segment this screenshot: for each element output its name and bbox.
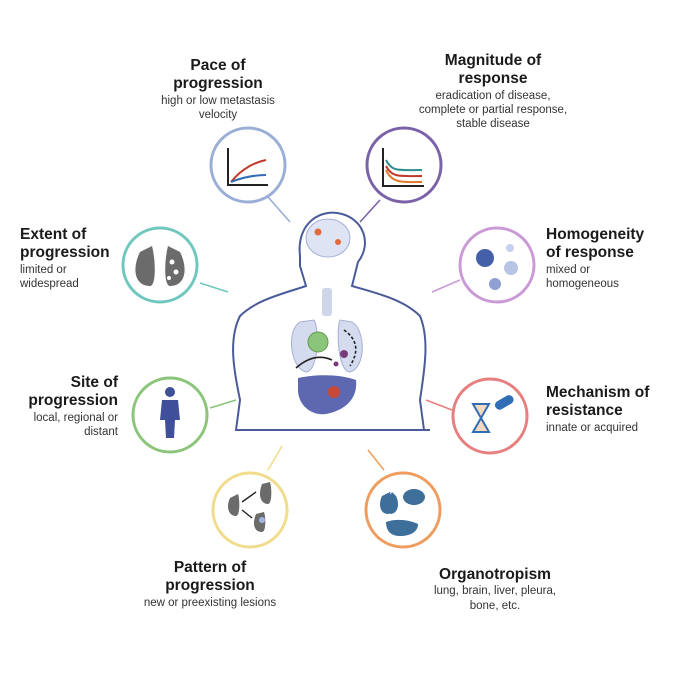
category-description: distant <box>84 425 118 438</box>
pill-icon <box>494 395 514 410</box>
category-description: high or low metastasis <box>161 94 275 107</box>
label-mechanism-of-resistance: Mechanism of resistance innate or acquir… <box>546 384 674 435</box>
connector-extent <box>199 282 229 293</box>
category-title: Pattern of <box>173 559 247 576</box>
category-description: local, regional or <box>33 411 118 424</box>
category-title: Magnitude of <box>444 52 542 69</box>
human-figure-icon <box>165 387 175 397</box>
human-body-icon <box>160 400 180 438</box>
category-title: Pace of <box>190 57 246 74</box>
circle-site-of-progression <box>131 376 209 454</box>
category-title: Organotropism <box>439 566 551 583</box>
body-silhouette <box>232 211 430 431</box>
category-description: velocity <box>198 108 238 121</box>
category-title: Extent of <box>20 226 87 243</box>
connector-mechanism <box>425 399 453 411</box>
category-description: eradication of disease, <box>435 89 551 102</box>
tumor-cluster-icon <box>307 331 329 353</box>
label-organotropism: Organotropism lung, brain, liver, pleura… <box>400 566 590 613</box>
connector-homogeneity <box>431 279 461 293</box>
label-homogeneity-of-response: Homogeneity of response mixed or homogen… <box>546 226 666 291</box>
label-extent-of-progression: Extent of progression limited or widespr… <box>20 226 130 291</box>
tumor-cell-icon <box>506 244 514 252</box>
circle-pace-of-progression <box>209 126 287 204</box>
tumor-cell-icon <box>504 261 518 275</box>
metastasis-dot-icon <box>333 361 339 367</box>
connector-magnitude <box>359 199 381 223</box>
slow-curve-icon <box>230 174 267 183</box>
category-title: Homogeneity <box>546 226 645 243</box>
connector-organotropism <box>367 449 385 471</box>
circle-mechanism-of-resistance <box>451 377 529 455</box>
lung-icon <box>165 246 185 286</box>
line-chart-icon <box>227 148 268 186</box>
circle-organotropism <box>364 471 442 549</box>
lung-icon <box>380 492 392 514</box>
label-site-of-progression: Site of progression local, regional or d… <box>8 374 118 439</box>
category-description: new or preexisting lesions <box>143 596 277 609</box>
brain-icon <box>305 218 351 258</box>
category-title: Mechanism of <box>546 384 650 401</box>
tumor-cell-icon <box>476 249 494 267</box>
lung-icon <box>135 246 155 286</box>
liver-icon <box>386 519 418 536</box>
lung-icon <box>228 494 240 516</box>
category-title: progression <box>20 244 110 262</box>
circle-homogeneity-of-response <box>458 226 536 304</box>
arrow-icon <box>241 491 257 503</box>
lung-icon <box>260 482 272 504</box>
tumor-cell-icon <box>489 278 501 290</box>
liver-icon <box>298 375 357 415</box>
category-description: innate or acquired <box>546 421 639 434</box>
category-description: complete or partial response, <box>418 103 568 116</box>
lung-icon <box>254 512 266 532</box>
connector-pace <box>267 196 291 223</box>
category-description: lung, brain, liver, pleura, <box>433 585 557 598</box>
fast-curve-icon <box>230 159 267 183</box>
label-pace-of-progression: Pace of progression high or low metastas… <box>128 57 308 122</box>
category-description: bone, etc. <box>469 599 521 612</box>
trachea-icon <box>322 288 332 316</box>
category-title: resistance <box>546 402 623 420</box>
category-title: progression <box>28 392 118 410</box>
circle-pattern-of-progression <box>211 471 289 549</box>
central-body <box>232 211 430 431</box>
category-description: limited or <box>20 263 67 276</box>
spread-arrow-icon <box>295 356 333 369</box>
category-title: Site of <box>70 374 118 391</box>
category-title: progression <box>173 75 263 93</box>
circle-magnitude-of-response <box>365 126 443 204</box>
liver-lesion-icon <box>328 386 340 398</box>
complete-curve-icon <box>385 169 423 184</box>
connector-site <box>209 399 237 409</box>
label-pattern-of-progression: Pattern of progression new or preexistin… <box>110 559 310 610</box>
spread-arrow-icon <box>343 329 357 367</box>
brain-icon <box>403 489 425 505</box>
stable-curve-icon <box>385 159 423 172</box>
connector-pattern <box>267 445 283 471</box>
lung-right-icon <box>337 319 363 373</box>
arrow-icon <box>241 509 253 519</box>
connector-lines <box>199 196 461 471</box>
category-description: mixed or <box>546 263 591 276</box>
category-description: widespread <box>20 277 79 290</box>
category-title: progression <box>165 577 255 595</box>
line-chart-icon <box>382 148 424 187</box>
metastasis-dot-icon <box>340 350 348 358</box>
brain-lesion-icon <box>335 239 341 245</box>
partial-curve-icon <box>385 165 423 178</box>
circle-extent-of-progression <box>121 226 199 304</box>
category-title: response <box>458 70 528 88</box>
brain-lesion-icon <box>314 228 322 236</box>
hourglass-icon <box>471 403 491 433</box>
category-description: stable disease <box>456 118 530 131</box>
category-description: homogeneous <box>546 277 619 290</box>
label-magnitude-of-response: Magnitude of response eradication of dis… <box>384 52 602 132</box>
category-title: of response <box>546 244 634 262</box>
